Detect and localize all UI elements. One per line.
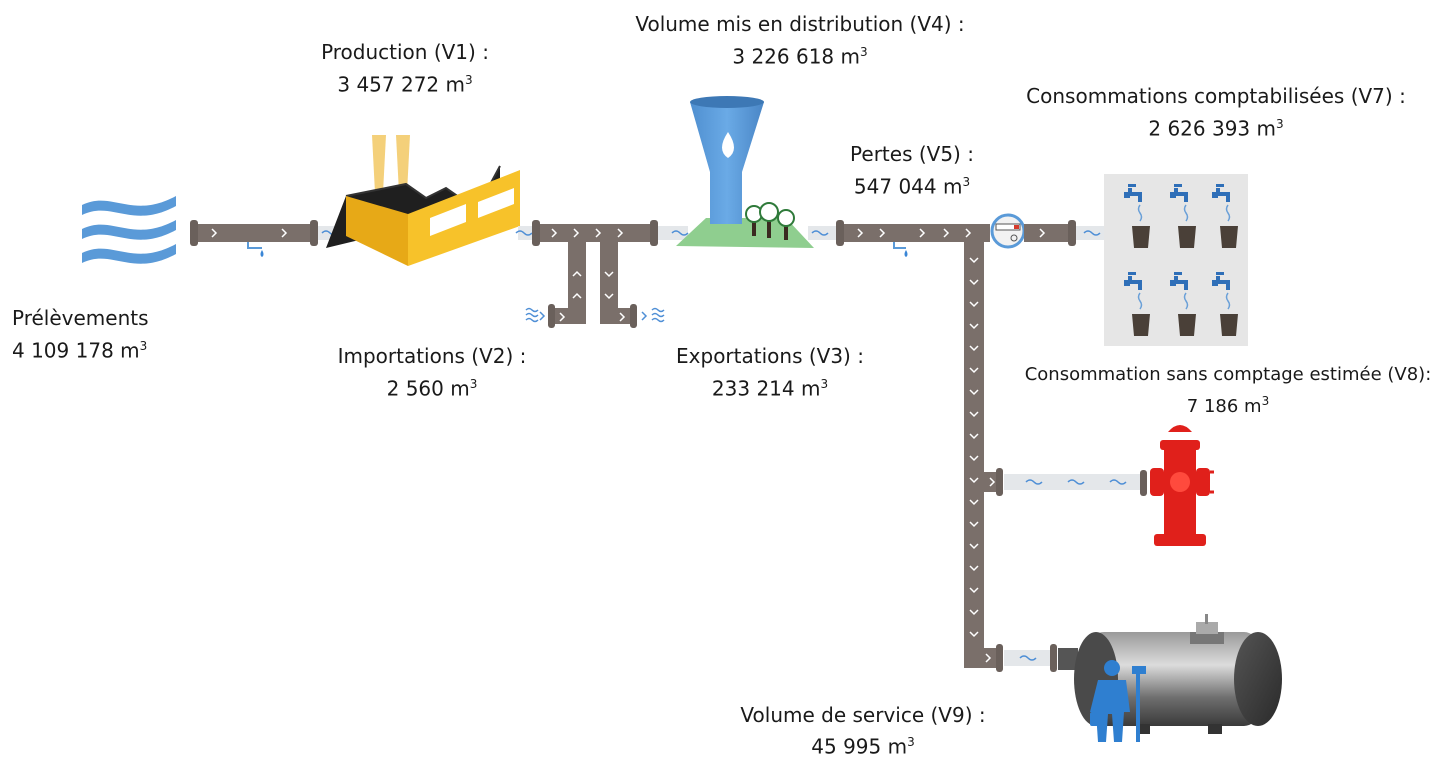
production-label: Production (V1) : 3 457 272 m3 <box>300 38 510 99</box>
exportations-title: Exportations (V3) : <box>676 344 864 368</box>
leak-icon <box>247 242 264 257</box>
consommations-title: Consommations comptabilisées (V7) : <box>1026 84 1406 108</box>
distribution-value: 3 226 618 m3 <box>732 44 868 69</box>
consommations-label: Consommations comptabilisées (V7) : 2 62… <box>1006 82 1426 143</box>
water-tower-icon <box>676 96 814 248</box>
importations-label: Importations (V2) : 2 560 m3 <box>322 342 542 403</box>
prelevements-label: Prélèvements 4 109 178 m3 <box>12 304 149 365</box>
fire-hydrant-icon <box>1150 425 1214 546</box>
exportations-value: 233 214 m3 <box>711 376 829 401</box>
trees-icon <box>745 202 795 240</box>
prelevements-title: Prélèvements <box>12 306 149 330</box>
importations-title: Importations (V2) : <box>337 344 527 368</box>
consommations-value: 2 626 393 m3 <box>1148 116 1284 141</box>
sans-comptage-title: Consommation sans comptage estimée (V8): <box>1024 364 1432 385</box>
pertes-label: Pertes (V5) : 547 044 m3 <box>832 140 992 201</box>
pertes-value: 547 044 m3 <box>853 174 971 199</box>
water-meter-icon <box>990 213 1026 249</box>
service-value: 45 995 m3 <box>811 734 915 759</box>
water-source-icon <box>82 196 176 264</box>
service-label: Volume de service (V9) : 45 995 m3 <box>720 702 1006 761</box>
tap-bucket-icons <box>1124 184 1238 336</box>
main-pipe-2 <box>515 220 689 328</box>
prelevements-value: 4 109 178 m3 <box>12 338 148 363</box>
production-title: Production (V1) : <box>321 40 489 64</box>
service-title: Volume de service (V9) : <box>740 703 986 727</box>
sans-comptage-value: 7 186 m3 <box>1186 394 1270 417</box>
consumption-panel <box>1104 174 1248 346</box>
worker-icon <box>1090 660 1146 742</box>
import-waves-icon <box>525 307 546 323</box>
intake-pipe <box>190 220 348 246</box>
export-waves-icon <box>641 307 665 323</box>
distribution-title: Volume mis en distribution (V4) : <box>635 12 965 36</box>
pertes-title: Pertes (V5) : <box>850 142 974 166</box>
production-value: 3 457 272 m3 <box>337 72 473 97</box>
importations-value: 2 560 m3 <box>386 376 478 401</box>
distribution-pipe <box>808 213 1116 257</box>
exportations-label: Exportations (V3) : 233 214 m3 <box>660 342 880 403</box>
factory-icon <box>326 135 520 266</box>
loss-leak-icon <box>893 242 908 257</box>
sans-comptage-label: Consommation sans comptage estimée (V8):… <box>1014 362 1442 420</box>
service-pipe <box>964 242 1147 672</box>
distribution-label: Volume mis en distribution (V4) : 3 226 … <box>620 10 980 71</box>
